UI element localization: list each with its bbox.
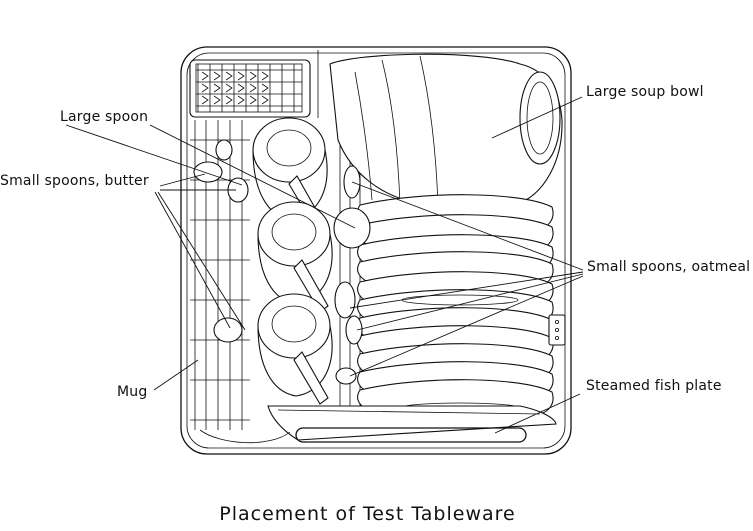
cutlery-basket	[189, 59, 311, 118]
mug-1	[252, 117, 328, 229]
plate-stack	[357, 194, 554, 419]
bottom-handle	[295, 427, 527, 443]
leader-oatmeal-2	[349, 271, 584, 309]
bottom-bowl	[199, 429, 291, 444]
spoon-6	[345, 315, 363, 345]
rack-frame	[180, 46, 572, 455]
leader-lines	[65, 96, 584, 434]
leader-large-spoon	[65, 124, 243, 186]
label-small-spoons-butter: Small spoons, butter	[0, 173, 149, 189]
leader-butter-3	[154, 191, 231, 329]
leader-fish-plate	[494, 393, 581, 434]
mug-2	[257, 201, 333, 313]
spoon-9	[215, 139, 233, 161]
leader-soup-bowl	[491, 96, 583, 139]
spoon-5	[334, 281, 356, 319]
leader-mug	[153, 359, 199, 391]
label-steamed-fish-plate: Steamed fish plate	[586, 378, 722, 394]
leader-butter-4	[157, 191, 246, 331]
label-large-soup-bowl: Large soup bowl	[586, 84, 704, 100]
leader-butter-1	[159, 173, 206, 187]
label-large-spoon: Large spoon	[60, 109, 149, 125]
mug-3	[257, 293, 333, 405]
leader-oatmeal-1	[351, 181, 584, 271]
side-latch	[548, 314, 566, 346]
large-soup-bowl	[329, 53, 563, 206]
leader-large-spoon-2	[149, 124, 356, 229]
diagram-caption: Placement of Test Tableware	[219, 503, 516, 525]
spoon-1	[193, 161, 223, 183]
steamed-fish-plate	[267, 405, 557, 441]
spoon-4	[333, 207, 371, 249]
spoon-8	[213, 317, 243, 343]
leader-oatmeal-3	[356, 273, 584, 331]
label-mug: Mug	[117, 384, 148, 400]
spoon-7	[335, 367, 357, 385]
leader-oatmeal-4	[349, 275, 584, 377]
label-small-spoons-oatmeal: Small spoons, oatmeal	[587, 259, 751, 275]
